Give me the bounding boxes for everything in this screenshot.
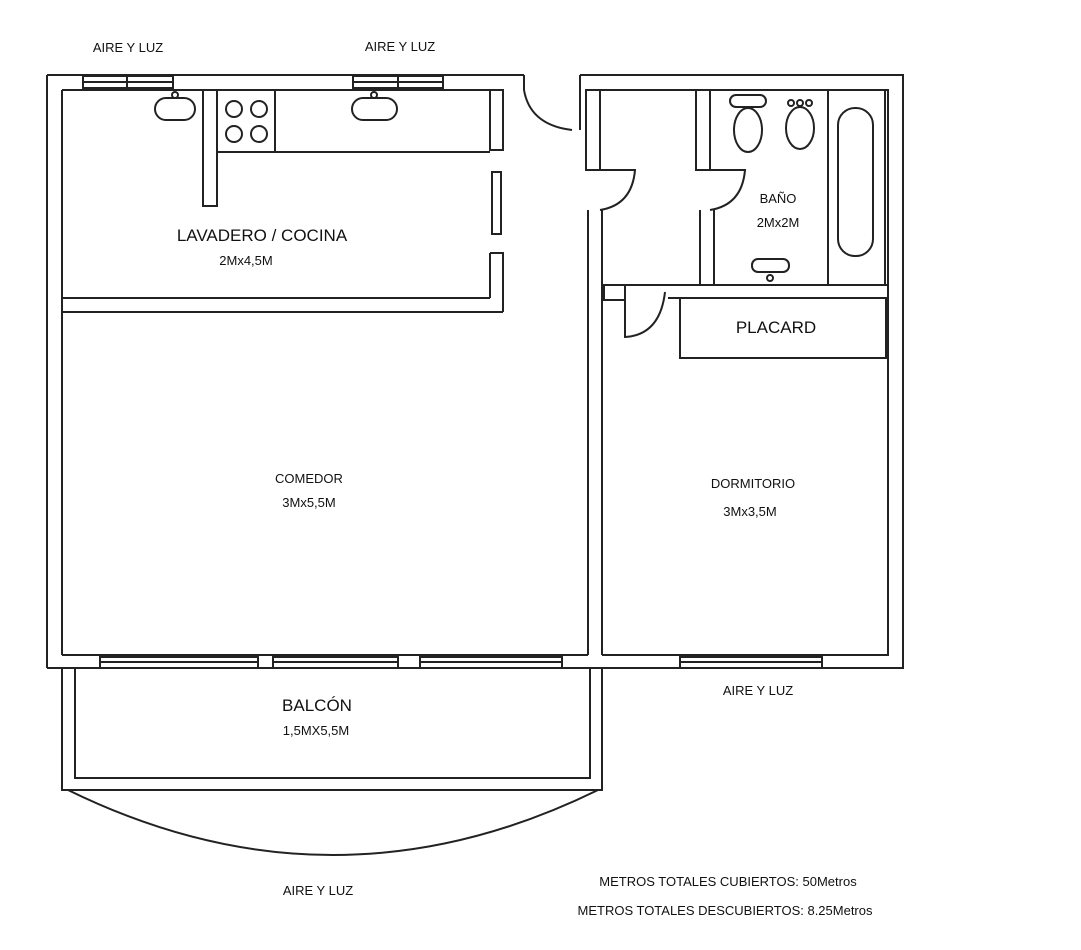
kitchen-size: 2Mx4,5M xyxy=(219,253,272,268)
window-label: AIRE Y LUZ xyxy=(723,683,793,698)
bathroom-door xyxy=(709,169,747,211)
balcony-name: BALCÓN xyxy=(282,696,352,715)
windows xyxy=(82,75,823,669)
sink-icon xyxy=(751,258,790,282)
sink-icon xyxy=(351,91,398,121)
bedroom-name: DORMITORIO xyxy=(711,476,795,491)
corridor-door xyxy=(599,169,637,211)
closet-name: PLACARD xyxy=(736,318,816,337)
bedroom-size: 3Mx3,5M xyxy=(723,504,776,519)
bathroom-name: BAÑO xyxy=(760,191,797,206)
bathtub-icon xyxy=(827,89,886,286)
bathroom-size: 2Mx2M xyxy=(757,215,800,230)
bedroom-door xyxy=(624,291,666,339)
doors xyxy=(523,89,747,339)
window-label: AIRE Y LUZ xyxy=(283,883,353,898)
closet xyxy=(679,297,887,359)
dining-size: 3Mx5,5M xyxy=(282,495,335,510)
entry-door xyxy=(523,89,573,131)
window-label: AIRE Y LUZ xyxy=(365,39,435,54)
fixtures xyxy=(154,89,887,359)
balcony-size: 1,5MX5,5M xyxy=(283,723,349,738)
window-label: AIRE Y LUZ xyxy=(93,40,163,55)
stove-icon xyxy=(216,89,276,153)
balcony xyxy=(61,668,603,856)
bidet-icon xyxy=(785,99,815,150)
walls xyxy=(46,74,904,669)
dining-name: COMEDOR xyxy=(275,471,343,486)
total-covered: METROS TOTALES CUBIERTOS: 50Metros xyxy=(599,874,857,889)
toilet-icon xyxy=(729,94,767,153)
total-uncovered: METROS TOTALES DESCUBIERTOS: 8.25Metros xyxy=(578,903,873,918)
sink-icon xyxy=(154,91,196,121)
kitchen-name: LAVADERO / COCINA xyxy=(177,226,348,245)
